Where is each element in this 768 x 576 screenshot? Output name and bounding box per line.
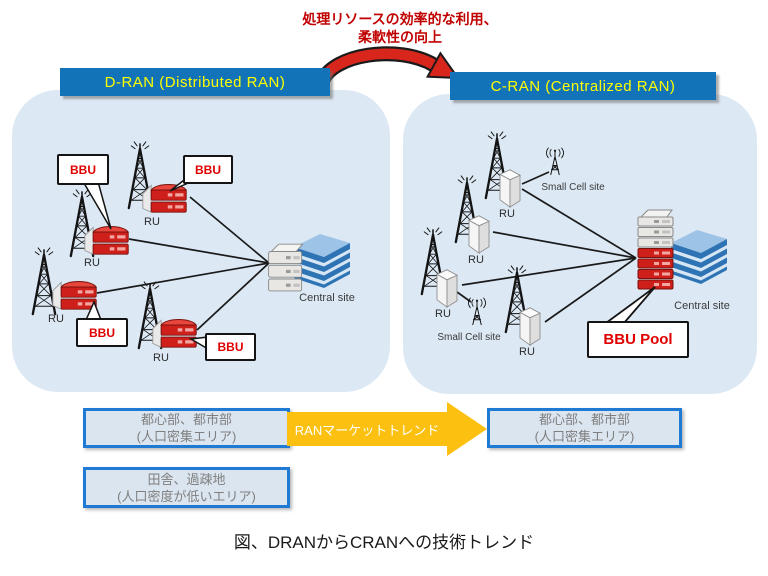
- area-box-line1: 田舎、過疎地: [147, 471, 226, 487]
- figure-caption: 図、DRANからCRANへの技術トレンド: [233, 533, 535, 552]
- bbu-server-icon: [83, 220, 131, 257]
- area-box-line2: (人口密集エリア): [136, 429, 237, 444]
- bbu-callout: BBU: [57, 154, 109, 185]
- bbu-pool-stack-icon: [634, 208, 678, 292]
- area-box-urban-cran: 都心部、都市部 (人口密集エリア): [487, 408, 682, 448]
- central-site-label: Central site: [299, 292, 355, 304]
- small-cell-antenna-icon: [463, 294, 491, 330]
- market-trend-arrowhead-icon: [447, 402, 487, 456]
- ru-label: RU: [153, 352, 169, 364]
- annotation-line2: 柔軟性の向上: [358, 29, 442, 45]
- dran-title: D-RAN (Distributed RAN): [104, 73, 286, 91]
- area-box-urban-dran: 都心部、都市部 (人口密集エリア): [83, 408, 290, 448]
- ru-box-icon: [496, 168, 524, 208]
- central-server-icon: [264, 242, 308, 294]
- bbu-callout: BBU: [183, 155, 233, 184]
- bbu-callout-label: BBU: [195, 162, 221, 177]
- bbu-callout-label: BBU: [70, 162, 96, 177]
- bbu-callout: BBU: [205, 333, 256, 361]
- small-cell-site-label: Small Cell site: [541, 182, 605, 193]
- annotation-text: 処理リソースの効率的な利用、 柔軟性の向上: [228, 10, 572, 46]
- cran-panel: RU Small Cell site RU RU Small Cell site…: [403, 94, 757, 394]
- dran-header: D-RAN (Distributed RAN): [60, 68, 330, 96]
- bbu-callout: BBU: [76, 318, 128, 347]
- bbu-callout-label: BBU: [89, 325, 115, 340]
- bbu-server-icon: [141, 178, 189, 215]
- bbu-callout-label: BBU: [217, 340, 244, 354]
- ru-label: RU: [84, 257, 100, 269]
- cran-header: C-RAN (Centralized RAN): [450, 72, 716, 100]
- ru-box-icon: [516, 306, 544, 346]
- small-cell-site-label: Small Cell site: [437, 332, 501, 343]
- area-box-line1: 都心部、都市部: [140, 412, 232, 427]
- small-cell-antenna-icon: [541, 144, 569, 180]
- dran-panel: RU RU RU RU Central site BBU BBU: [12, 90, 390, 392]
- annotation-line1: 処理リソースの効率的な利用、: [302, 11, 498, 27]
- central-site-label: Central site: [674, 300, 730, 312]
- ru-label: RU: [519, 346, 535, 358]
- ru-label: RU: [499, 208, 515, 220]
- ru-label: RU: [144, 216, 160, 228]
- cran-title: C-RAN (Centralized RAN): [490, 77, 676, 95]
- area-box-line1: 都心部、都市部: [538, 412, 630, 427]
- bbu-server-icon: [151, 313, 199, 350]
- ru-label: RU: [468, 254, 484, 266]
- ru-label: RU: [435, 308, 451, 320]
- area-box-line2: (人口密度が低いエリア): [117, 488, 256, 504]
- area-box-line2: (人口密集エリア): [534, 429, 635, 444]
- market-trend-arrow: RANマーケットトレンド: [287, 412, 447, 446]
- bbu-pool-callout: BBU Pool: [587, 321, 689, 358]
- area-box-rural-dran: 田舎、過疎地 (人口密度が低いエリア): [83, 467, 290, 508]
- bbu-pool-label: BBU Pool: [603, 331, 673, 348]
- market-trend-arrow-label: RANマーケットトレンド: [294, 422, 440, 438]
- ru-box-icon: [433, 268, 461, 308]
- ru-label: RU: [48, 313, 64, 325]
- bbu-server-icon: [51, 275, 99, 312]
- ru-box-icon: [465, 214, 493, 254]
